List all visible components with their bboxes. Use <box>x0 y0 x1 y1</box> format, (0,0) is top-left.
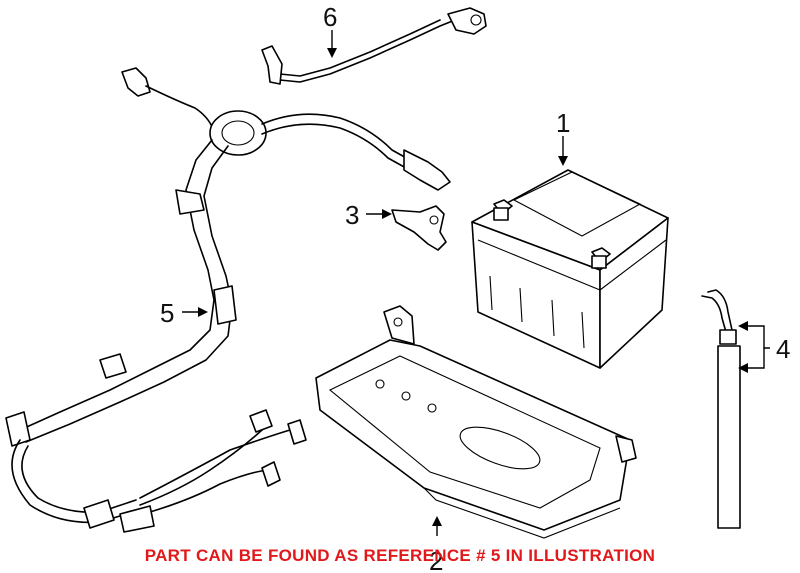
part-2-battery-tray[interactable] <box>315 305 637 539</box>
callout-2: 2 <box>429 546 443 573</box>
part-6-ground-cable[interactable] <box>261 7 487 85</box>
part-3-terminal-clip[interactable] <box>391 205 447 251</box>
leader-4 <box>738 321 770 373</box>
leader-6 <box>327 30 337 58</box>
leader-5 <box>182 307 208 317</box>
callout-1: 1 <box>556 108 570 138</box>
reference-note: PART CAN BE FOUND AS REFERENCE # 5 IN IL… <box>144 546 656 565</box>
callout-6: 6 <box>323 2 337 32</box>
callout-3: 3 <box>345 200 359 230</box>
leader-1 <box>558 136 568 166</box>
leader-3 <box>366 209 392 219</box>
leader-2 <box>432 516 442 536</box>
part-1-battery[interactable] <box>471 169 669 369</box>
callout-4: 4 <box>776 334 790 364</box>
part-5-wiring-harness[interactable] <box>5 67 451 533</box>
callout-5: 5 <box>160 298 174 328</box>
part-4-vent-hose[interactable] <box>701 289 741 529</box>
